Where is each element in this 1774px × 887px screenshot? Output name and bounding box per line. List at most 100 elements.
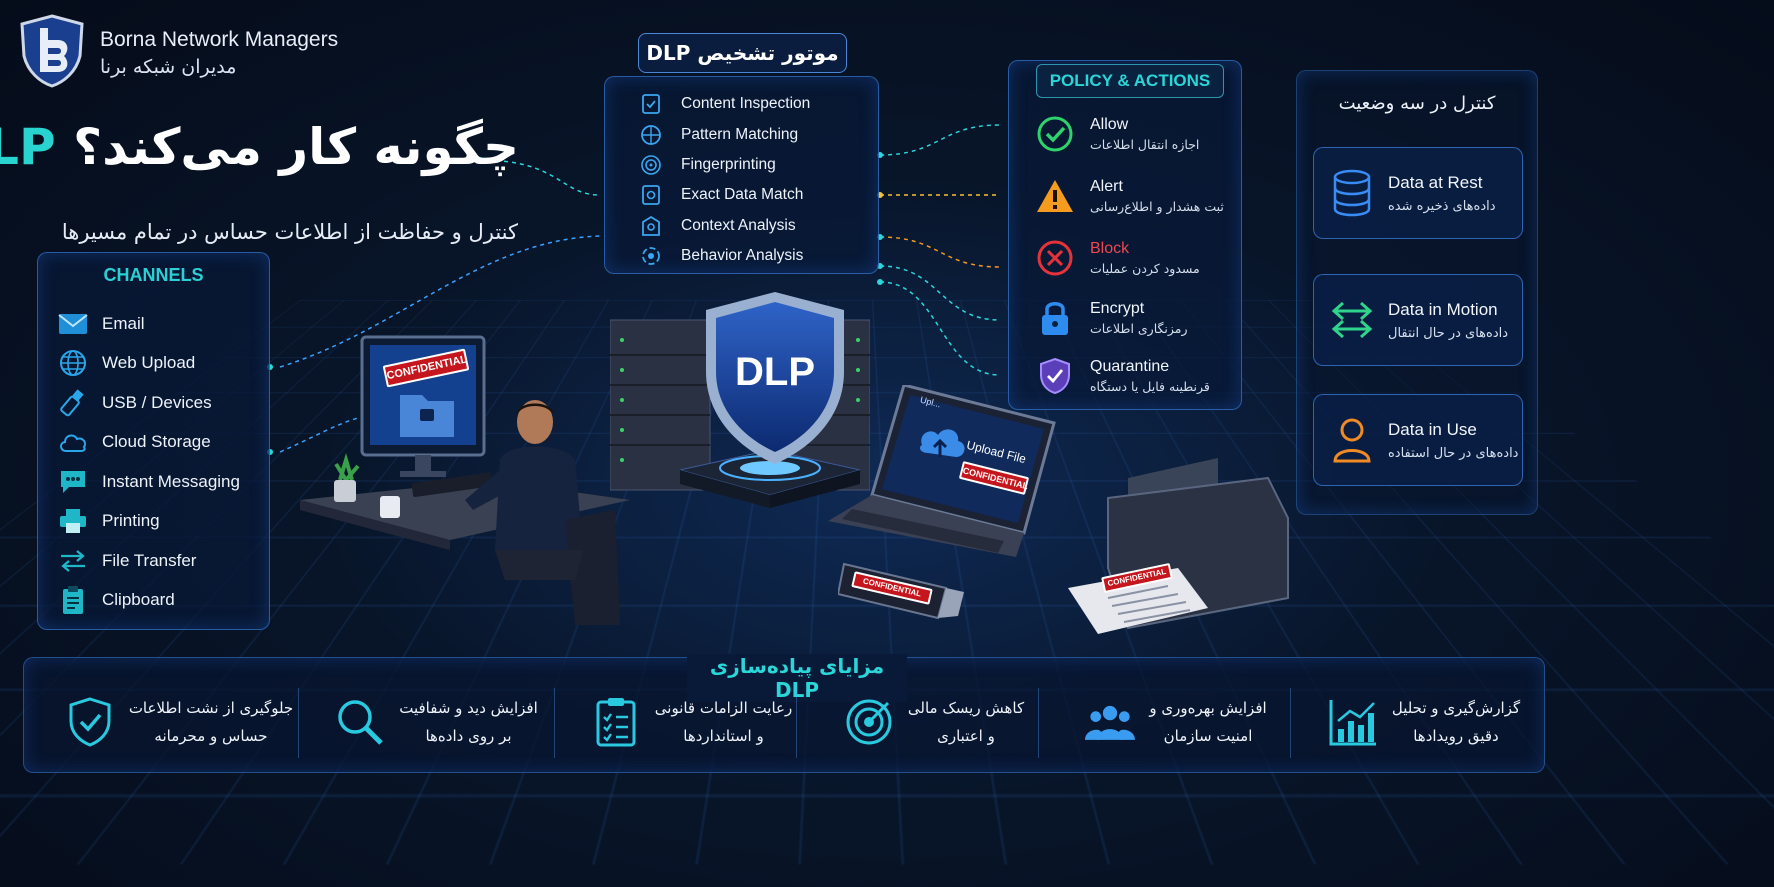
shield-check-icon [1034, 355, 1076, 397]
desktop-monitor: CONFIDENTIAL [360, 335, 500, 477]
data-match-icon [639, 184, 663, 206]
policy-desc: ثبت هشدار و اطلاع‌رسانی [1090, 199, 1224, 214]
benefit-line1: رعایت الزامات قانونی [654, 699, 793, 717]
shield-check-icon [65, 695, 115, 749]
target-icon [844, 695, 894, 749]
lock-icon [1034, 297, 1076, 339]
benefit-line1: کاهش ریسک مالی [907, 699, 1025, 717]
globe-icon [58, 349, 88, 377]
engine-item-label: Pattern Matching [681, 125, 799, 143]
channel-clipboard[interactable]: Clipboard [58, 581, 269, 621]
channel-label: Clipboard [102, 590, 175, 610]
policy-desc: رمزنگاری اطلاعات [1090, 321, 1188, 336]
page-title-accent: DLP [0, 118, 56, 176]
brand-name: Borna Network Managers [100, 28, 339, 51]
printer: CONFIDENTIAL [1068, 458, 1292, 638]
shield-label: DLP [735, 350, 815, 394]
channel-file-transfer[interactable]: File Transfer [58, 541, 269, 581]
benefit-line2: دقیق رویدادها [1413, 727, 1499, 745]
policy-name: Allow [1090, 116, 1129, 133]
database-icon [1330, 169, 1374, 217]
context-icon [639, 215, 663, 237]
channel-label: Printing [102, 511, 160, 531]
magnifier-icon [335, 695, 385, 749]
motion-arrows-icon [1330, 296, 1374, 344]
channel-web-upload[interactable]: Web Upload [58, 344, 269, 384]
team-icon [1085, 695, 1136, 749]
engine-item-label: Context Analysis [681, 216, 796, 234]
usb-drive: CONFIDENTIAL [836, 560, 968, 630]
policy-name: Quarantine [1090, 358, 1170, 375]
benefit-line2: امنیت سازمان [1163, 727, 1253, 745]
engine-item: Fingerprinting [639, 150, 878, 180]
policy-allow[interactable]: Allow اجازه انتقال اطلاعات [1034, 113, 1199, 155]
engine-item: Content Inspection [639, 89, 878, 119]
person-at-desk [455, 400, 625, 630]
policy-name: Alert [1090, 178, 1123, 195]
benefits-panel: مزایای پیاده‌سازی DLP جلوگیری از نشت اطل… [23, 654, 1545, 773]
channel-messaging[interactable]: Instant Messaging [58, 462, 269, 502]
divider [1038, 688, 1039, 758]
policy-alert[interactable]: Alert ثبت هشدار و اطلاع‌رسانی [1034, 175, 1224, 217]
state-name-fa: داده‌های در حال انتقال [1388, 325, 1509, 341]
state-name: Data at Rest [1388, 172, 1483, 192]
engine-item: Exact Data Match [639, 180, 878, 210]
channel-usb[interactable]: USB / Devices [58, 383, 269, 423]
benefit-item: گزارش‌گیری و تحلیل دقیق رویدادها [1309, 680, 1539, 764]
page-title-text: چگونه کار می‌کند؟ [73, 118, 519, 176]
behavior-icon [639, 245, 663, 267]
policy-block[interactable]: Block مسدود کردن عملیات [1034, 237, 1200, 279]
transfer-icon [58, 547, 88, 575]
benefit-line2: بر روی داده‌ها [425, 727, 512, 745]
printer-icon [58, 507, 88, 535]
policy-quarantine[interactable]: Quarantine قرنطینه فایل یا دستگاه [1034, 355, 1210, 397]
benefit-line2: و اعتباری [937, 727, 995, 745]
benefit-line1: گزارش‌گیری و تحلیل [1391, 699, 1521, 717]
engine-title: موتور تشخیص DLP [638, 33, 847, 73]
channels-panel: CHANNELS Email Web Upload USB / Devices … [37, 252, 270, 630]
cloud-icon [58, 428, 88, 456]
benefits-title: مزایای پیاده‌سازی DLP [687, 654, 907, 702]
engine-item-label: Fingerprinting [681, 155, 776, 173]
benefit-line1: افزایش بهره‌وری و [1149, 699, 1267, 717]
divider [796, 688, 797, 758]
channel-label: Email [102, 313, 145, 333]
channel-label: Cloud Storage [102, 432, 211, 452]
channel-printing[interactable]: Printing [58, 502, 269, 542]
page-subtitle: کنترل و حفاظت از اطلاعات حساس در تمام مس… [61, 220, 518, 244]
channel-email[interactable]: Email [58, 304, 269, 344]
benefit-line1: جلوگیری از نشت اطلاعات [128, 699, 294, 717]
pattern-icon [639, 124, 663, 146]
usb-icon [58, 389, 88, 417]
benefit-item: رعایت الزامات قانونی و استانداردها [569, 680, 814, 764]
policy-name: Block [1090, 240, 1130, 257]
block-icon [1034, 237, 1076, 279]
channel-label: Instant Messaging [102, 471, 240, 491]
policy-title: POLICY & ACTIONS [1036, 64, 1224, 98]
benefit-item: افزایش دید و شفافیت بر روی داده‌ها [314, 680, 559, 764]
benefit-line2: و استانداردها [683, 727, 764, 745]
channel-cloud[interactable]: Cloud Storage [58, 423, 269, 463]
benefit-line1: افزایش دید و شفافیت [399, 699, 538, 717]
benefit-item: افزایش بهره‌وری و امنیت سازمان [1056, 680, 1296, 764]
checklist-icon [591, 695, 641, 749]
shield-platform [670, 440, 870, 510]
policy-desc: قرنطینه فایل یا دستگاه [1090, 379, 1210, 394]
clipboard-icon [58, 586, 88, 615]
engine-item: Pattern Matching [639, 119, 878, 149]
divider [1290, 688, 1291, 758]
divider [298, 688, 299, 758]
policy-desc: مسدود کردن عملیات [1090, 261, 1200, 276]
warning-icon [1034, 175, 1076, 217]
brand: Borna Network Managers مدیران شبکه برنا [18, 14, 338, 92]
check-circle-icon [1034, 113, 1076, 155]
policy-desc: اجازه انتقال اطلاعات [1090, 137, 1200, 152]
inspection-icon [639, 93, 663, 115]
brand-logo [18, 14, 86, 92]
